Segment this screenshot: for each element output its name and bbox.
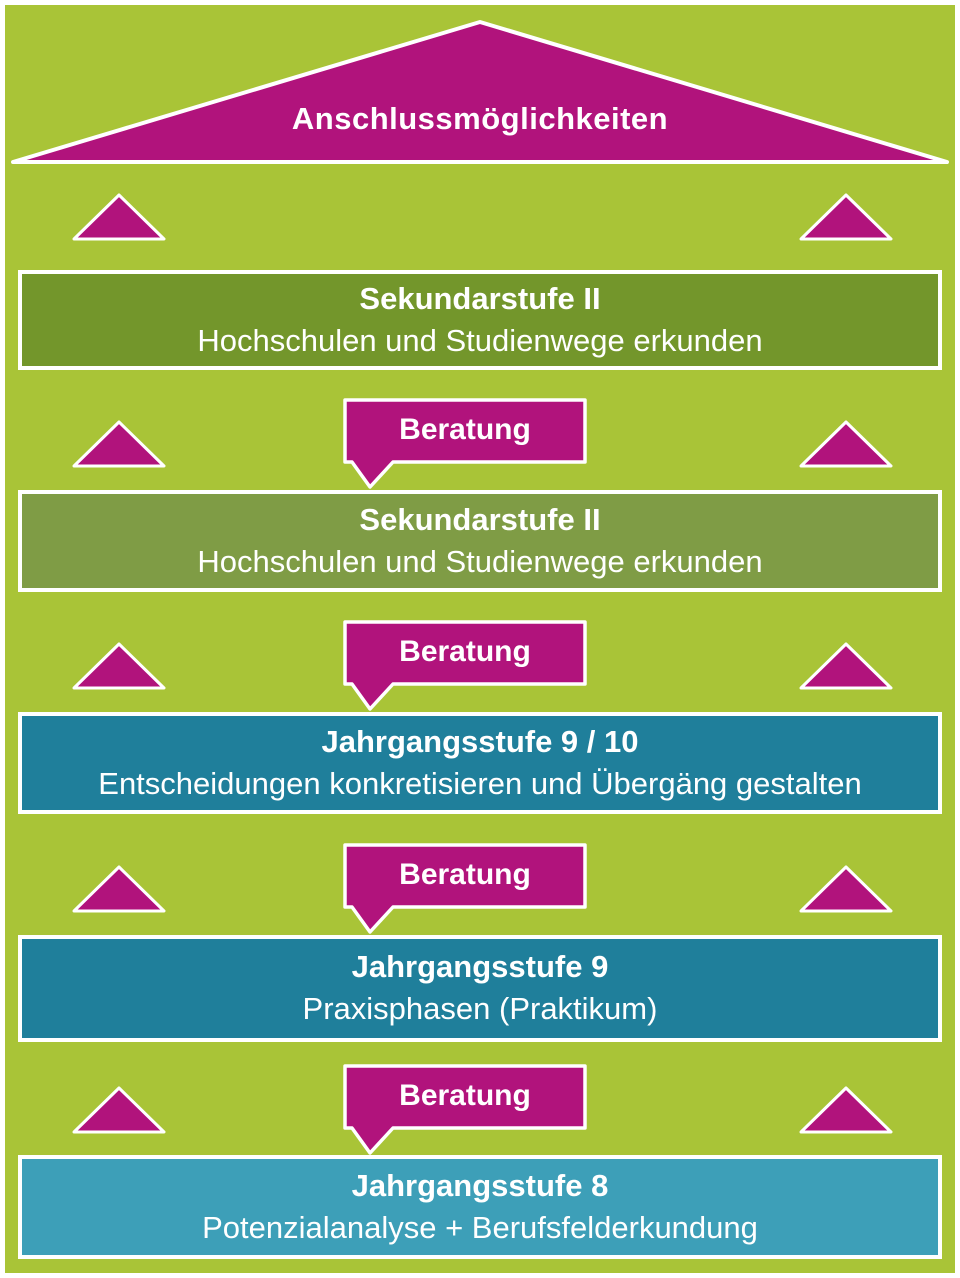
up-triangle-icon [72,193,166,241]
beratung-label: Beratung [399,413,531,446]
speech-bubble-icon [343,843,587,934]
up-triangle-icon [72,420,166,468]
up-triangle-icon [72,1086,166,1134]
arrow-row-top [5,191,955,243]
beratung-label: Beratung [399,1079,531,1112]
level-title: Sekundarstufe II [359,280,601,316]
bar-jahrgangsstufe-9: Jahrgangsstufe 9 Praxisphasen (Praktikum… [18,935,942,1042]
beratung-badge: Beratung [343,1064,587,1156]
level-subtitle: Praxisphasen (Praktikum) [302,991,658,1026]
level-subtitle: Entscheidungen konkretisieren und Übergä… [98,765,862,801]
up-triangle-icon [72,865,166,913]
up-triangle-icon [799,420,893,468]
beratung-label: Beratung [399,635,531,668]
poster-title: Anschlussmöglichkeiten [291,101,669,136]
beratung-row: Beratung [5,1064,955,1156]
level-subtitle: Hochschulen und Studienwege erkunden [197,322,763,358]
beratung-badge: Beratung [343,843,587,935]
bar-sekundarstufe-2-lower: Sekundarstufe II Hochschulen und Studien… [18,490,942,592]
beratung-badge: Beratung [343,620,587,712]
level-subtitle: Potenzialanalyse + Berufsfelderkundung [202,1209,758,1245]
beratung-badge: Beratung [343,398,587,490]
beratung-row: Beratung [5,620,955,712]
bar-sekundarstufe-2-upper: Sekundarstufe II Hochschulen und Studien… [18,270,942,370]
beratung-row: Beratung [5,398,955,490]
career-orientation-diagram: Anschlussmöglichkeiten Sekundarstufe II … [5,5,955,1273]
bar-jahrgangsstufe-8: Jahrgangsstufe 8 Potenzialanalyse + Beru… [18,1155,942,1259]
level-title: Jahrgangsstufe 8 [351,1167,609,1203]
level-subtitle: Hochschulen und Studienwege erkunden [197,543,763,579]
level-title: Jahrgangsstufe 9 [351,949,609,985]
level-title: Jahrgangsstufe 9 / 10 [321,723,639,759]
up-triangle-icon [799,1086,893,1134]
up-triangle-icon [72,642,166,690]
bar-jahrgangsstufe-9-10: Jahrgangsstufe 9 / 10 Entscheidungen kon… [18,712,942,814]
speech-bubble-icon [343,1064,587,1155]
speech-bubble-icon [343,620,587,711]
beratung-row: Beratung [5,843,955,935]
roof-triangle [11,20,949,164]
speech-bubble-icon [343,398,587,489]
up-triangle-icon [799,865,893,913]
roof-triangle-shape [11,20,949,164]
level-title: Sekundarstufe II [359,501,601,537]
up-triangle-icon [799,193,893,241]
up-triangle-icon [799,642,893,690]
beratung-label: Beratung [399,858,531,891]
